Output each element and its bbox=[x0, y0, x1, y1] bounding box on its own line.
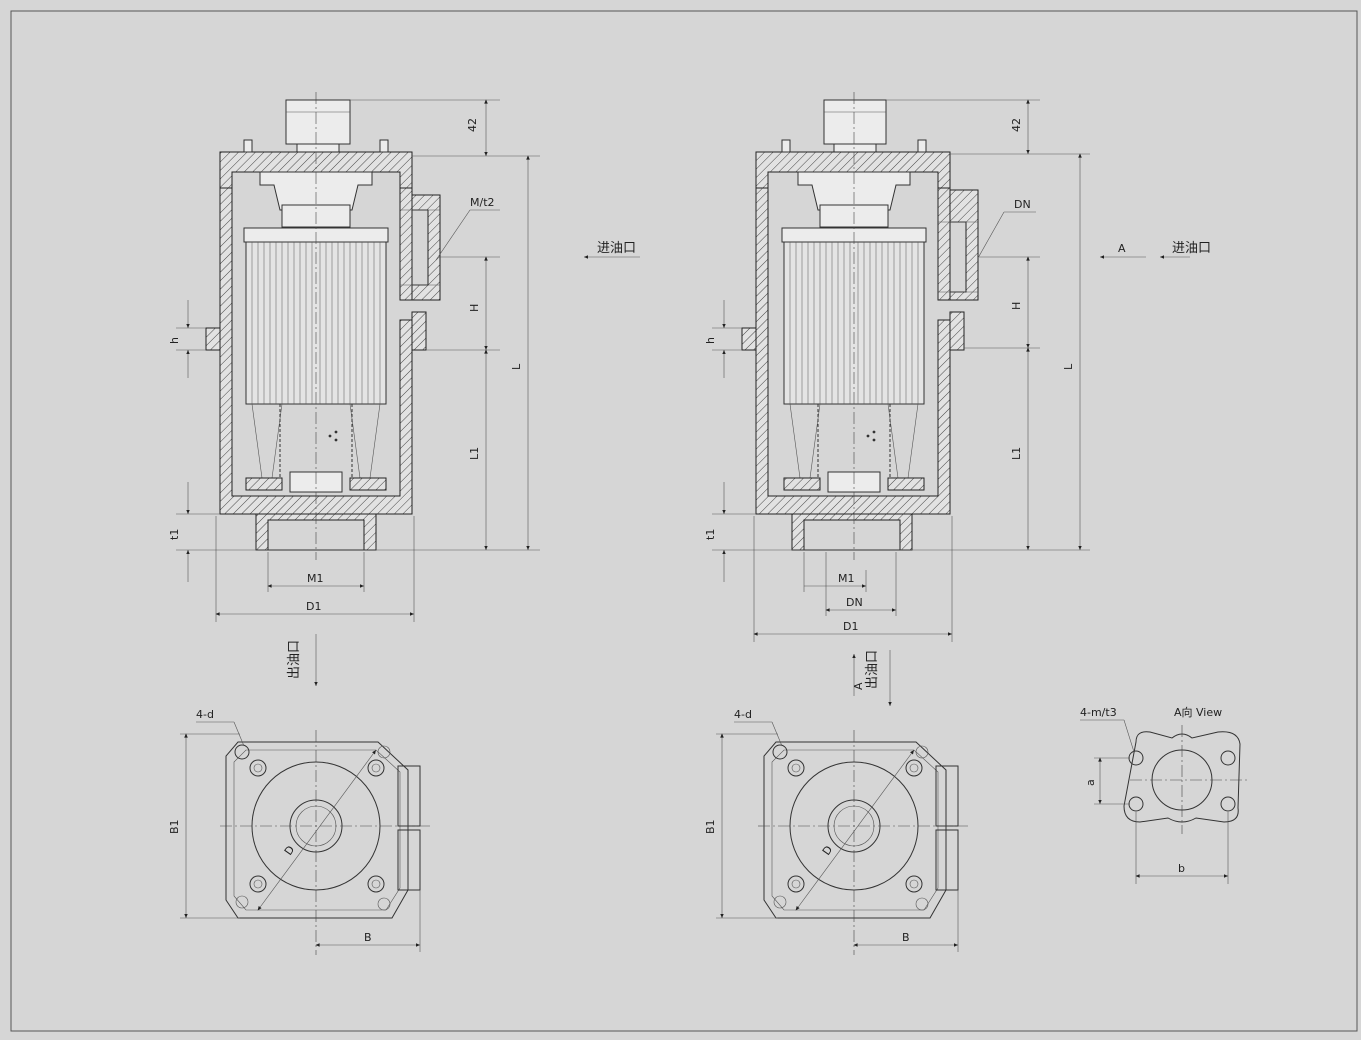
left-dim-h: h bbox=[168, 337, 181, 344]
right-dim-B1: B1 bbox=[704, 819, 717, 834]
right-dim-D1: D1 bbox=[843, 620, 858, 633]
right-dim-L: L bbox=[1062, 363, 1075, 370]
flange-dim-4mt3: 4-m/t3 bbox=[1080, 706, 1117, 719]
left-outlet-label: 出油口 bbox=[287, 640, 302, 679]
right-dim-42: 42 bbox=[1010, 118, 1023, 132]
flange-dim-a: a bbox=[1084, 779, 1097, 786]
right-section-view bbox=[712, 92, 1190, 706]
right-dim-4d: 4-d bbox=[734, 708, 752, 721]
left-dim-t1: t1 bbox=[168, 529, 181, 540]
right-element-pleats bbox=[789, 242, 919, 404]
right-dim-D: D bbox=[820, 843, 836, 857]
left-dim-B1: B1 bbox=[168, 819, 181, 834]
right-dim-t1: t1 bbox=[704, 529, 717, 540]
left-dim-D1: D1 bbox=[306, 600, 321, 613]
left-dim-Mt2: M/t2 bbox=[470, 196, 495, 209]
view-A-flange bbox=[1080, 719, 1250, 884]
right-dim-DN-port: DN bbox=[1014, 198, 1031, 211]
right-dim-DN: DN bbox=[846, 596, 863, 609]
right-top-view bbox=[716, 721, 968, 955]
left-section-view bbox=[176, 92, 640, 686]
right-dim-L1: L1 bbox=[1010, 447, 1023, 460]
right-dim-M1: M1 bbox=[838, 572, 855, 585]
right-dim-H: H bbox=[1010, 302, 1023, 310]
right-view-A-marker: A bbox=[1118, 242, 1126, 255]
left-dimensions bbox=[176, 99, 540, 622]
left-dim-M1: M1 bbox=[307, 572, 324, 585]
left-dim-L: L bbox=[510, 363, 523, 370]
left-inlet-label: 进油口 bbox=[597, 241, 636, 256]
right-dim-h: h bbox=[704, 337, 717, 344]
right-outlet-label: 出油口 bbox=[865, 650, 880, 689]
left-dim-D: D bbox=[282, 843, 298, 857]
right-inlet-label: 进油口 bbox=[1172, 241, 1211, 256]
flange-dim-b: b bbox=[1178, 862, 1185, 875]
right-dim-B: B bbox=[902, 931, 910, 944]
sheet-border bbox=[10, 10, 1358, 1032]
right-dimensions bbox=[712, 99, 1090, 642]
right-arrow-A-label: A bbox=[852, 682, 865, 690]
left-dim-4d: 4-d bbox=[196, 708, 214, 721]
view-A-title: A向 View bbox=[1174, 705, 1222, 719]
left-dim-42: 42 bbox=[466, 118, 479, 132]
left-dim-H: H bbox=[468, 304, 481, 312]
left-dim-L1: L1 bbox=[468, 447, 481, 460]
left-element-pleats bbox=[251, 242, 381, 404]
left-dim-B: B bbox=[364, 931, 372, 944]
left-top-view bbox=[180, 721, 430, 955]
